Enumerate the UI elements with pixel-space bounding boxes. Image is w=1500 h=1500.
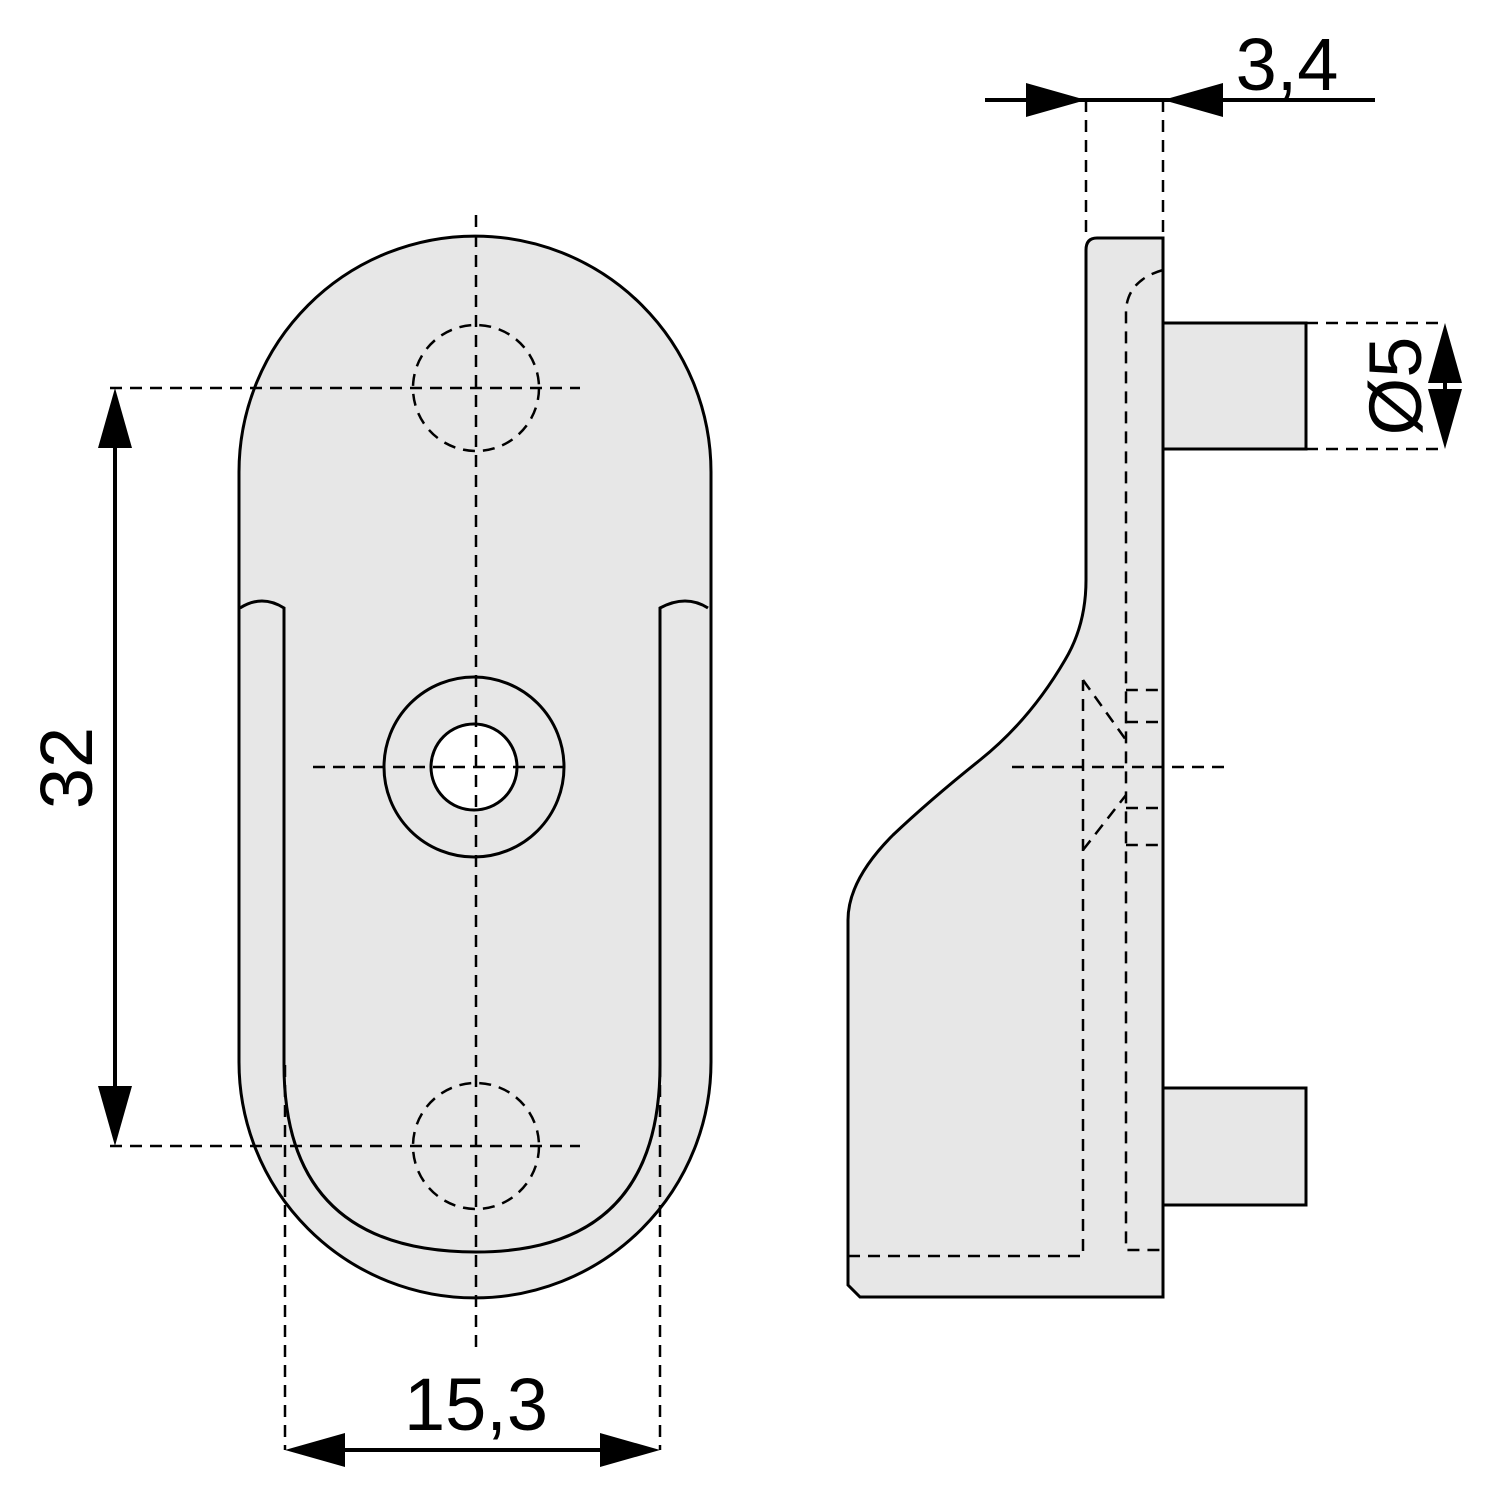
pin-arrow-top: [1428, 323, 1462, 383]
thickness-arrow-right: [1163, 83, 1223, 117]
side-hidden-inner-curve: [1124, 268, 1164, 1252]
bottom-pin: [1161, 1086, 1308, 1207]
thickness-dimension-label: 3,4: [1236, 23, 1339, 106]
height-arrow-top: [98, 388, 132, 448]
pin-arrow-bottom: [1428, 389, 1462, 449]
front-view: 32 15,3: [25, 215, 713, 1467]
side-view: 3,4 Ø5: [846, 23, 1462, 1299]
top-pin: [1161, 321, 1308, 451]
front-view-u-channel: [239, 599, 709, 1254]
side-view-outline: [846, 236, 1165, 1299]
thickness-arrow-left: [1026, 83, 1086, 117]
thickness-dimension: 3,4: [985, 23, 1375, 117]
pin-diameter-label: Ø5: [1354, 337, 1437, 436]
width-arrow-right: [600, 1433, 660, 1467]
width-dimension-label: 15,3: [404, 1363, 548, 1446]
width-arrow-left: [285, 1433, 345, 1467]
height-dimension: 32: [25, 388, 132, 1146]
height-arrow-bottom: [98, 1086, 132, 1146]
width-dimension: 15,3: [285, 1363, 660, 1467]
pin-diameter-dimension: Ø5: [1306, 321, 1462, 451]
height-dimension-label: 32: [25, 727, 108, 809]
